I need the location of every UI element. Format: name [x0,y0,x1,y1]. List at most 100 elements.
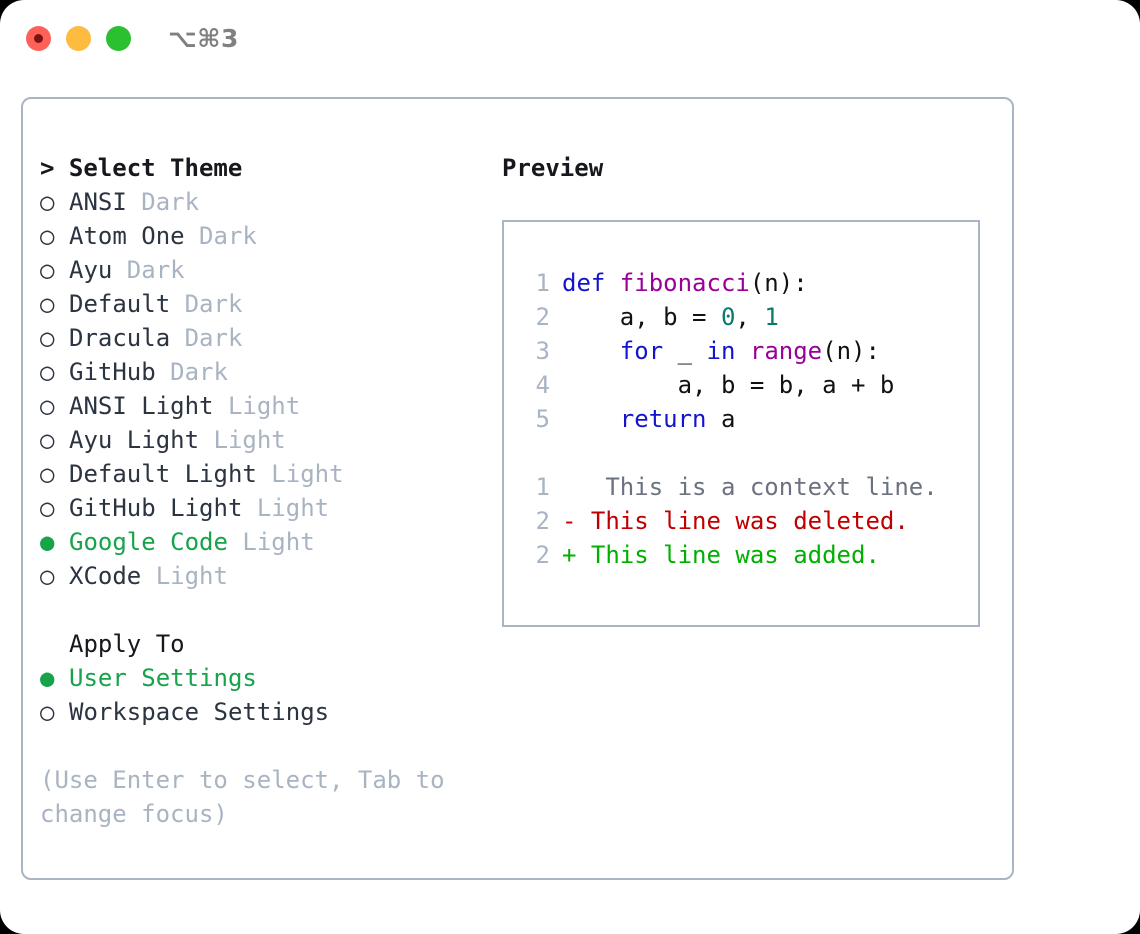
theme-list-item[interactable]: ○XCode Light [40,559,495,593]
theme-selection-column: > Select Theme ○ANSI Dark○Atom One Dark○… [40,151,495,831]
code-token: 0 [720,303,736,331]
diff-sign [562,473,576,501]
radio-unselected-icon: ○ [40,392,55,420]
diff-sample: 1 This is a context line.2- This line wa… [522,470,978,572]
theme-name: Default [69,290,171,318]
theme-list-item[interactable]: ○ GitHub Light Light [40,491,495,525]
theme-picker-panel: > Select Theme ○ANSI Dark○Atom One Dark○… [21,97,1014,880]
code-line: 3 for _ in range(n): [522,334,978,368]
maximize-window-icon[interactable] [106,26,131,51]
code-token: , [735,303,765,331]
code-token [562,405,620,433]
theme-variant-tag: Light [199,426,286,454]
theme-variant-tag: Light [213,392,301,420]
diff-sign: + [562,541,577,569]
theme-list-item[interactable]: ○ Default Dark [40,287,495,321]
theme-list-item[interactable]: ○ ANSI Light Light [40,389,495,423]
close-window-icon[interactable] [26,26,51,51]
code-line: 4 a, b = b, a + b [522,368,978,402]
radio-unselected-icon: ○ [40,494,55,522]
code-line: 2 a, b = 0, 1 [522,300,978,334]
line-number: 2 [535,541,550,569]
diff-line: 2 + This line was added. [522,538,978,572]
theme-list-item[interactable]: ○Ayu Light Light [40,423,495,457]
line-number: 1 [535,473,550,501]
code-line: 5 return a [522,402,978,436]
line-number: 2 [535,303,550,331]
title-bar: ⌥⌘3 [0,0,1140,78]
apply-to-item[interactable]: ○ Workspace Settings [40,695,495,729]
select-theme-header: > Select Theme [40,154,243,182]
diff-text: This line was added. [576,541,880,569]
theme-list-item[interactable]: ● Google Code Light [40,525,495,559]
theme-list: ○ANSI Dark ○ Atom One Dark ○ Ayu Dark ○ Defaul… [40,185,495,593]
apply-to-list: ●User Settings ○ Workspace Settings [40,661,495,729]
theme-variant-tag: Light [227,528,315,556]
theme-variant-tag: Dark [155,358,228,386]
radio-unselected-icon: ○ [40,698,55,726]
diff-text: This line was deleted. [576,507,909,535]
apply-to-label: User Settings [69,664,257,692]
theme-list-item[interactable]: ○Ayu Dark [40,253,495,287]
code-token: (n): [749,269,808,297]
theme-variant-tag: Light [141,562,228,590]
radio-unselected-icon: ○ [40,290,55,318]
theme-name: Ayu [69,256,113,284]
line-number: 5 [535,405,550,433]
theme-list-item[interactable]: ○ Dracula Dark [40,321,495,355]
code-token: a, b = [562,303,721,331]
apply-to-label: Workspace Settings [69,698,330,726]
diff-sign: - [562,507,577,535]
theme-list-item[interactable]: ○Default Light Light [40,457,495,491]
theme-name: Google Code [69,528,228,556]
apply-to-header: Apply To [69,630,185,658]
code-token: a [706,405,736,433]
radio-unselected-icon: ○ [40,358,55,386]
theme-name: Atom One [69,222,185,250]
theme-list-item[interactable]: ○ GitHub Dark [40,355,495,389]
window-controls [26,26,131,51]
code-token: _ [663,337,707,365]
theme-name: Ayu Light [69,426,200,454]
code-token: return [619,405,707,433]
diff-text: This is a context line. [576,473,938,501]
diff-line: 2- This line was deleted. [522,504,978,538]
radio-unselected-icon: ○ [40,256,55,284]
code-diff-gap [522,436,978,470]
code-token: 1 [764,303,779,331]
code-line: 1 def fibonacci(n): [522,266,978,300]
keyboard-hint-text: (Use Enter to select, Tab to change focu… [40,766,460,828]
code-token: for [619,337,664,365]
line-number: 2 [535,507,550,535]
code-token: (n): [822,337,880,365]
theme-name: Default Light [69,460,257,488]
theme-name: ANSI Light [69,392,214,420]
diff-line: 1 This is a context line. [522,470,978,504]
code-token: def [562,269,620,297]
radio-unselected-icon: ○ [40,324,55,352]
theme-name: GitHub [69,358,156,386]
line-number: 4 [535,371,550,399]
theme-variant-tag: Light [242,494,330,522]
minimize-window-icon[interactable] [66,26,91,51]
list-spacer [40,593,495,627]
preview-title: Preview [502,154,604,182]
code-token: fibonacci [619,269,750,297]
theme-variant-tag: Dark [170,324,243,352]
code-token [562,337,620,365]
theme-variant-tag: Dark [170,290,243,318]
theme-list-item[interactable]: ○ANSI Dark [40,185,495,219]
radio-unselected-icon: ○ [40,460,55,488]
theme-name: Dracula [69,324,171,352]
line-number: 1 [535,269,550,297]
theme-variant-tag: Dark [126,188,200,216]
radio-selected-icon: ● [40,528,55,556]
apply-to-item[interactable]: ●User Settings [40,661,495,695]
theme-name: GitHub Light [69,494,243,522]
radio-unselected-icon: ○ [40,222,55,250]
code-token: in [706,337,736,365]
theme-list-item[interactable]: ○Atom One Dark [40,219,495,253]
